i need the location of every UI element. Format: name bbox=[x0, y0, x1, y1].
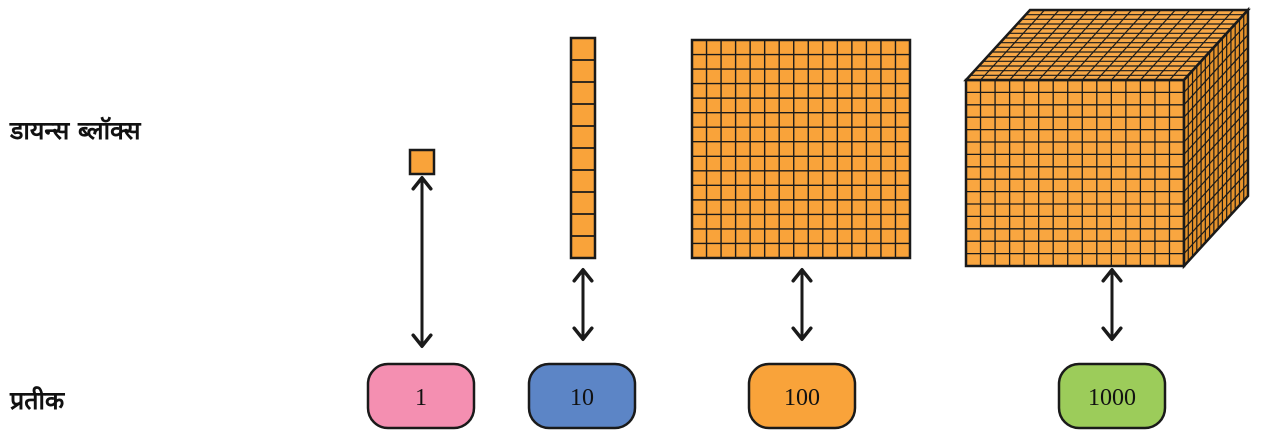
unit-cube-block bbox=[408, 148, 436, 176]
symbol-tag-100: 100 bbox=[747, 362, 857, 430]
symbol-tag-1000: 1000 bbox=[1057, 362, 1167, 430]
rod-block bbox=[569, 36, 597, 260]
symbol-value-1: 1 bbox=[415, 385, 427, 411]
symbol-value-10: 10 bbox=[570, 385, 594, 411]
symbol-row-label: प्रतीक bbox=[10, 386, 65, 415]
symbol-tag-10: 10 bbox=[527, 362, 637, 430]
symbol-value-100: 100 bbox=[784, 385, 820, 411]
flat-block bbox=[690, 38, 912, 260]
symbol-value-1000: 1000 bbox=[1088, 385, 1136, 411]
symbol-tag-1: 1 bbox=[366, 362, 476, 430]
dienes-blocks-row-label: डायन्स ब्लॉक्स bbox=[10, 116, 141, 145]
cube-block bbox=[963, 6, 1251, 270]
